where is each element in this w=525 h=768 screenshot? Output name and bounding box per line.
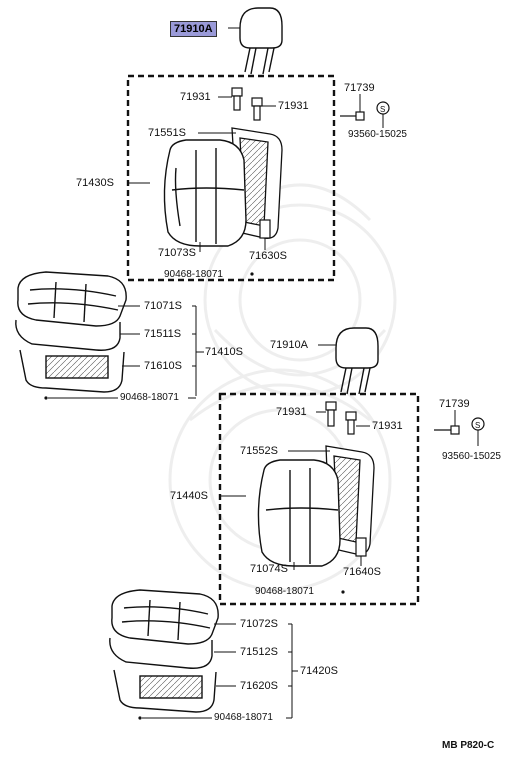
nut-lower (434, 425, 460, 435)
part-label-71071s[interactable]: 71071S (144, 300, 182, 312)
headrest-upper (239, 7, 283, 75)
seatback-cushion-lower (257, 459, 341, 567)
svg-text:S: S (380, 105, 385, 114)
part-label-90468-18071-lower[interactable]: 90468-18071 (255, 586, 314, 597)
svg-text:S: S (475, 421, 480, 430)
part-label-71739-lower[interactable]: 71739 (439, 398, 470, 410)
part-label-71931-upper-right[interactable]: 71931 (278, 100, 309, 112)
part-label-71410s[interactable]: 71410S (205, 346, 243, 358)
part-label-93560-15025-lower[interactable]: 93560-15025 (442, 451, 501, 462)
part-label-71511s[interactable]: 71511S (144, 328, 182, 340)
part-label-93560-15025-upper[interactable]: 93560-15025 (348, 129, 407, 140)
part-label-71073s[interactable]: 71073S (158, 247, 196, 259)
diagram-code: MB P820-C (442, 740, 495, 751)
bracket-lower (355, 537, 367, 557)
part-label-90468-18071-left[interactable]: 90468-18071 (120, 392, 179, 403)
upper-dashed-box (126, 74, 336, 282)
part-label-71910a-upper[interactable]: 71910A (170, 21, 217, 37)
seat-cushion-lower-group (109, 589, 219, 713)
headrest-lower (335, 327, 379, 395)
seat-cushion-upper-group (15, 271, 127, 393)
part-label-71551s[interactable]: 71551S (148, 127, 186, 139)
seatback-cushion-upper (163, 139, 247, 247)
part-label-71931-lower-right[interactable]: 71931 (372, 420, 403, 432)
part-label-71931-upper-left[interactable]: 71931 (180, 91, 211, 103)
part-label-71931-lower-left[interactable]: 71931 (276, 406, 307, 418)
headrest-guides-upper (231, 87, 263, 121)
headrest-guides-lower (325, 401, 357, 435)
part-label-71420s[interactable]: 71420S (300, 665, 338, 677)
part-label-71072s[interactable]: 71072S (240, 618, 278, 630)
bracket-upper (259, 219, 271, 239)
part-label-71610s[interactable]: 71610S (144, 360, 182, 372)
nut-upper (340, 111, 365, 121)
lower-dashed-box (218, 392, 420, 606)
part-label-71640s[interactable]: 71640S (343, 566, 381, 578)
part-label-71552s[interactable]: 71552S (240, 445, 278, 457)
part-label-71074s[interactable]: 71074S (250, 563, 288, 575)
part-label-71512s[interactable]: 71512S (240, 646, 278, 658)
part-label-71739-upper[interactable]: 71739 (344, 82, 375, 94)
part-label-71440s[interactable]: 71440S (170, 490, 208, 502)
part-label-71430s[interactable]: 71430S (76, 177, 114, 189)
part-label-71910a-lower[interactable]: 71910A (270, 339, 308, 351)
part-label-90468-18071-bottom[interactable]: 90468-18071 (214, 712, 273, 723)
part-label-71620s[interactable]: 71620S (240, 680, 278, 692)
part-label-90468-18071-upper[interactable]: 90468-18071 (164, 269, 223, 280)
part-label-71630s[interactable]: 71630S (249, 250, 287, 262)
